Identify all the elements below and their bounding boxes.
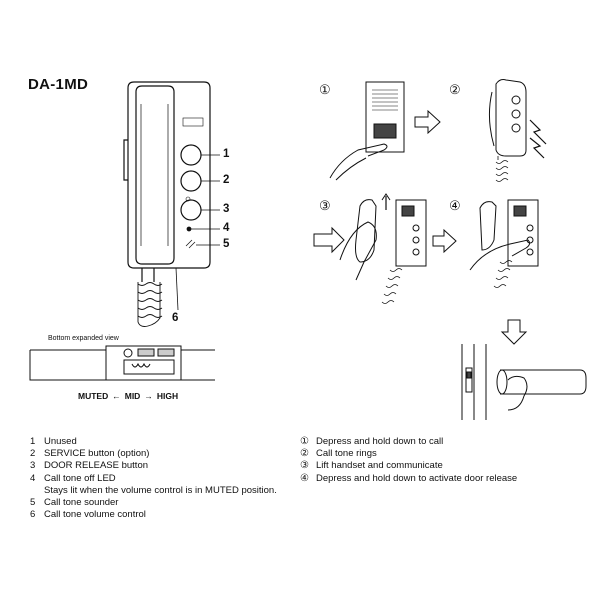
scale-arrow-left: ←	[112, 391, 121, 401]
legend-item: 4 Call tone off LED	[30, 473, 290, 485]
arrow-down	[500, 319, 528, 345]
legend-num: 5	[30, 497, 36, 509]
step-1-door-station	[329, 81, 405, 181]
scale-arrow-right: →	[144, 391, 153, 401]
callout-5: 5	[223, 238, 230, 250]
right-legend: ① Depress and hold down to call ② Call ton…	[300, 436, 590, 485]
bottom-expanded-view	[29, 345, 215, 381]
legend-num: 6	[30, 509, 36, 521]
step-2-handset-ringing	[488, 79, 547, 182]
legend-item: 1 Unused	[30, 436, 290, 448]
legend-text: Call tone sounder	[44, 497, 119, 509]
legend-text: Depress and hold down to activate door r…	[316, 472, 518, 484]
step-marker-2: ②	[449, 82, 461, 97]
bottom-view-label: Bottom expanded view	[48, 335, 119, 342]
handset-front-view	[123, 81, 220, 327]
callout-2: 2	[223, 174, 230, 186]
legend-num: 1	[30, 436, 36, 447]
legend-item: 6 Call tone volume control	[30, 509, 290, 521]
step-marker-3: ③	[319, 198, 331, 213]
legend-item: ② Call tone rings	[300, 448, 590, 460]
callout-4: 4	[223, 222, 230, 234]
legend-item: ③ Lift handset and communicate	[300, 460, 590, 472]
legend-num: ①	[300, 436, 309, 447]
legend-text: Stays lit when the volume control is in …	[44, 484, 277, 496]
led-4	[186, 226, 192, 232]
legend-item: 2 SERVICE button (option)	[30, 448, 290, 460]
legend-item: Stays lit when the volume control is in …	[30, 485, 290, 497]
legend-text: Call tone off LED	[44, 472, 116, 484]
legend-text: Depress and hold down to call	[316, 436, 444, 447]
door-release-illustration	[461, 344, 587, 420]
legend-item: 5 Call tone sounder	[30, 497, 290, 509]
legend-text: Call tone volume control	[44, 509, 146, 521]
legend-num: 3	[30, 460, 36, 472]
callout-3: 3	[223, 203, 230, 215]
legend-text: DOOR RELEASE button	[44, 460, 149, 472]
step-marker-1: ①	[319, 82, 331, 97]
legend-item: 3 DOOR RELEASE button	[30, 460, 290, 472]
legend-item: ① Depress and hold down to call	[300, 436, 590, 448]
legend-num: ②	[300, 448, 309, 460]
legend-num: ④	[300, 472, 309, 484]
legend-text: Unused	[44, 436, 77, 447]
arrow-right-2	[432, 228, 457, 254]
step-marker-4: ④	[449, 198, 461, 213]
left-legend: 1 Unused 2 SERVICE button (option) 3 DOOR R…	[30, 436, 290, 521]
legend-item: ④ Depress and hold down to activate door …	[300, 473, 590, 485]
legend-text: Lift handset and communicate	[316, 460, 443, 472]
page-title: DA-1MD	[28, 76, 89, 93]
legend-num: ③	[300, 460, 309, 472]
callout-1: 1	[223, 148, 230, 160]
step-3-lift-handset	[313, 193, 427, 304]
step-4-door-release	[469, 199, 539, 288]
scale-mid: MID	[124, 391, 141, 401]
scale-high: HIGH	[156, 391, 179, 401]
legend-num: 4	[30, 472, 36, 484]
legend-num: 2	[30, 448, 36, 460]
arrow-right-1	[414, 109, 441, 135]
callout-6: 6	[172, 312, 179, 324]
legend-text: SERVICE button (option)	[44, 448, 150, 460]
volume-scale: MUTED ← MID → HIGH	[78, 391, 178, 401]
legend-text: Call tone rings	[316, 448, 377, 460]
scale-muted: MUTED	[78, 391, 109, 401]
